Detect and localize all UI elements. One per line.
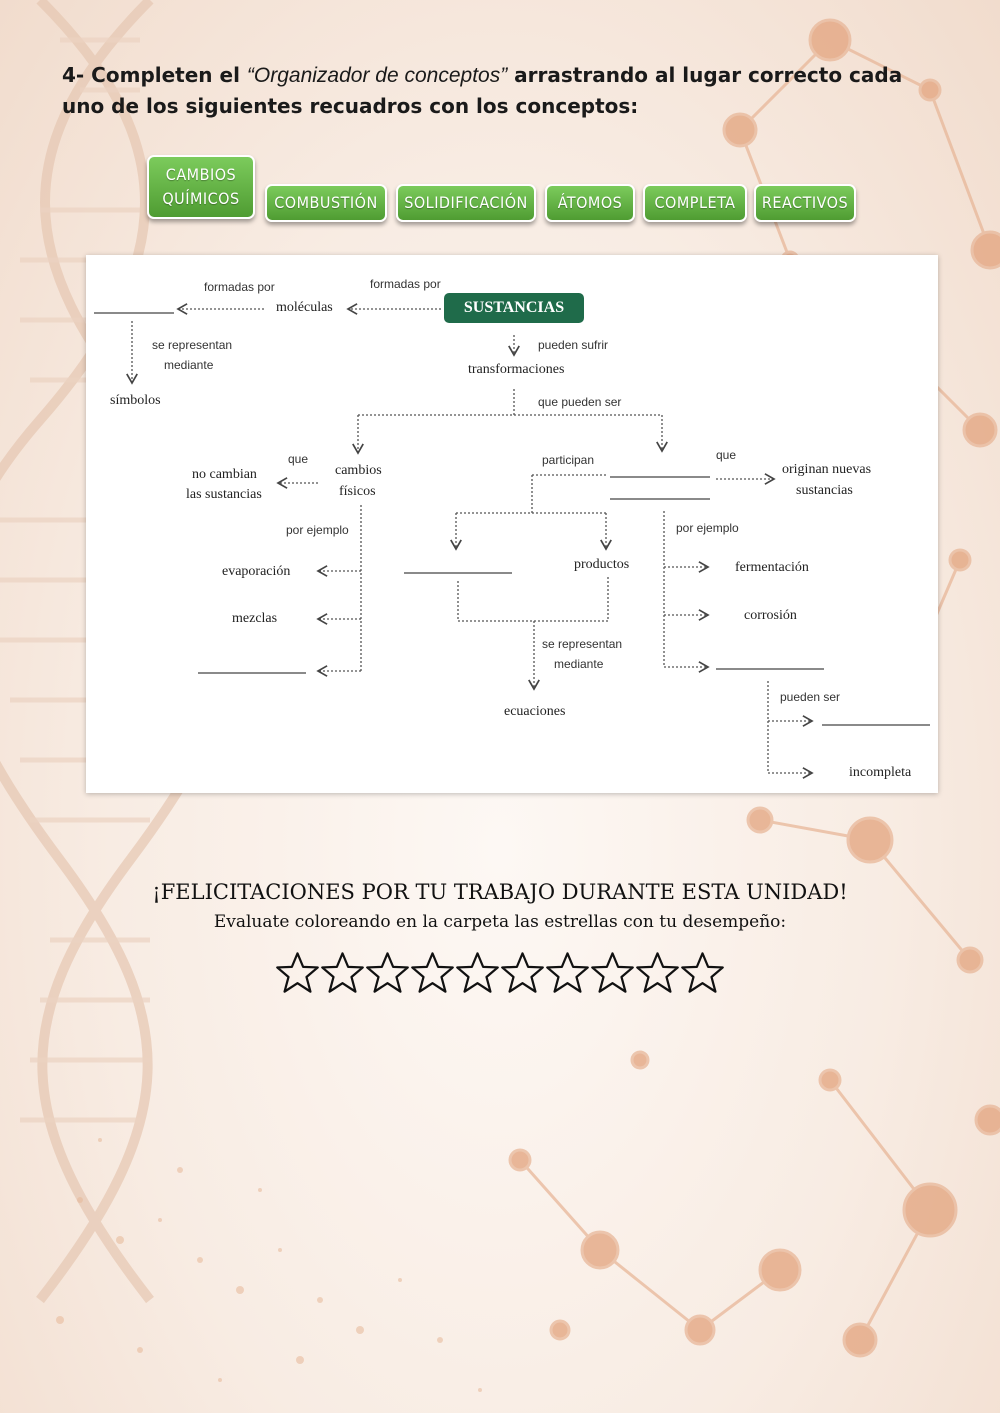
link-mediante-1: mediante — [164, 358, 214, 372]
instructions-italic: “Organizador de conceptos” — [246, 64, 508, 87]
star-icon[interactable] — [275, 950, 320, 995]
node-originan-nuevas: originan nuevas — [782, 462, 872, 477]
star-rating[interactable] — [275, 950, 725, 995]
link-por-ejemplo-2: por ejemplo — [676, 521, 739, 535]
star-icon[interactable] — [320, 950, 365, 995]
node-mezclas: mezclas — [232, 611, 278, 626]
instructions: 4- Completen el “Organizador de concepto… — [62, 60, 942, 122]
node-cambios: cambios — [335, 463, 382, 478]
node-no-cambian: no cambian — [192, 467, 257, 482]
concept-map-connectors — [94, 303, 930, 779]
star-icon[interactable] — [590, 950, 635, 995]
link-se-representan-1: se representan — [152, 338, 233, 352]
star-icon[interactable] — [500, 950, 545, 995]
node-incompleta: incompleta — [849, 765, 912, 780]
chip-cambios-quimicos[interactable]: CAMBIOS QUÍMICOS — [147, 155, 255, 219]
chip-label: COMBUSTIÓN — [274, 193, 378, 212]
link-se-representan-2: se representan — [542, 637, 623, 651]
node-sustancias: SUSTANCIAS — [444, 293, 584, 323]
link-pueden-ser: pueden ser — [780, 690, 841, 704]
node-ecuaciones: ecuaciones — [504, 704, 566, 719]
evaluate-instructions: Evaluate coloreando en la carpeta las es… — [213, 912, 787, 932]
node-evaporacion: evaporación — [222, 564, 291, 579]
chip-completa[interactable]: COMPLETA — [643, 184, 747, 222]
node-las-sustancias: las sustancias — [186, 487, 262, 502]
link-participan: participan — [542, 453, 595, 467]
node-simbolos: símbolos — [110, 393, 161, 408]
instructions-rest: arrastrando al lugar correcto cada uno d… — [62, 63, 903, 118]
chip-label: ÁTOMOS — [557, 193, 623, 212]
chip-label: SOLIDIFICACIÓN — [404, 193, 528, 212]
link-formadas-por-1: formadas por — [370, 277, 441, 291]
link-pueden-sufrir: pueden sufrir — [538, 338, 609, 352]
chip-atomos[interactable]: ÁTOMOS — [545, 184, 635, 222]
instructions-lead: 4- Completen el — [62, 63, 247, 87]
chip-combustion[interactable]: COMBUSTIÓN — [265, 184, 387, 222]
star-icon[interactable] — [545, 950, 590, 995]
node-sustancias-2: sustancias — [796, 483, 853, 498]
star-icon[interactable] — [455, 950, 500, 995]
chip-label: CAMBIOS — [165, 165, 237, 184]
link-que-pueden-ser: que pueden ser — [538, 395, 622, 409]
blank-lines — [94, 312, 930, 726]
node-fisicos: físicos — [339, 484, 376, 499]
node-transformaciones: transformaciones — [468, 362, 565, 377]
chip-solidificacion[interactable]: SOLIDIFICACIÓN — [396, 184, 536, 222]
node-corrosion: corrosión — [744, 608, 797, 623]
concept-map: SUSTANCIAS formadas por formadas por mol… — [86, 255, 938, 793]
star-icon[interactable] — [635, 950, 680, 995]
link-por-ejemplo-1: por ejemplo — [286, 523, 349, 537]
chip-label: COMPLETA — [654, 193, 736, 212]
link-que-2: que — [716, 448, 737, 462]
star-icon[interactable] — [365, 950, 410, 995]
chip-label: QUÍMICOS — [162, 189, 240, 208]
star-icon[interactable] — [410, 950, 455, 995]
node-fermentacion: fermentación — [735, 560, 809, 575]
link-formadas-por-2: formadas por — [204, 280, 275, 294]
chip-reactivos[interactable]: REACTIVOS — [754, 184, 856, 222]
node-productos: productos — [574, 557, 630, 572]
node-moleculas: moléculas — [276, 300, 333, 315]
congrats-heading: ¡FELICITACIONES POR TU TRABAJO DURANTE E… — [152, 880, 848, 904]
link-mediante-2: mediante — [554, 657, 604, 671]
link-que-1: que — [288, 452, 309, 466]
star-icon[interactable] — [680, 950, 725, 995]
chip-label: REACTIVOS — [761, 193, 849, 212]
